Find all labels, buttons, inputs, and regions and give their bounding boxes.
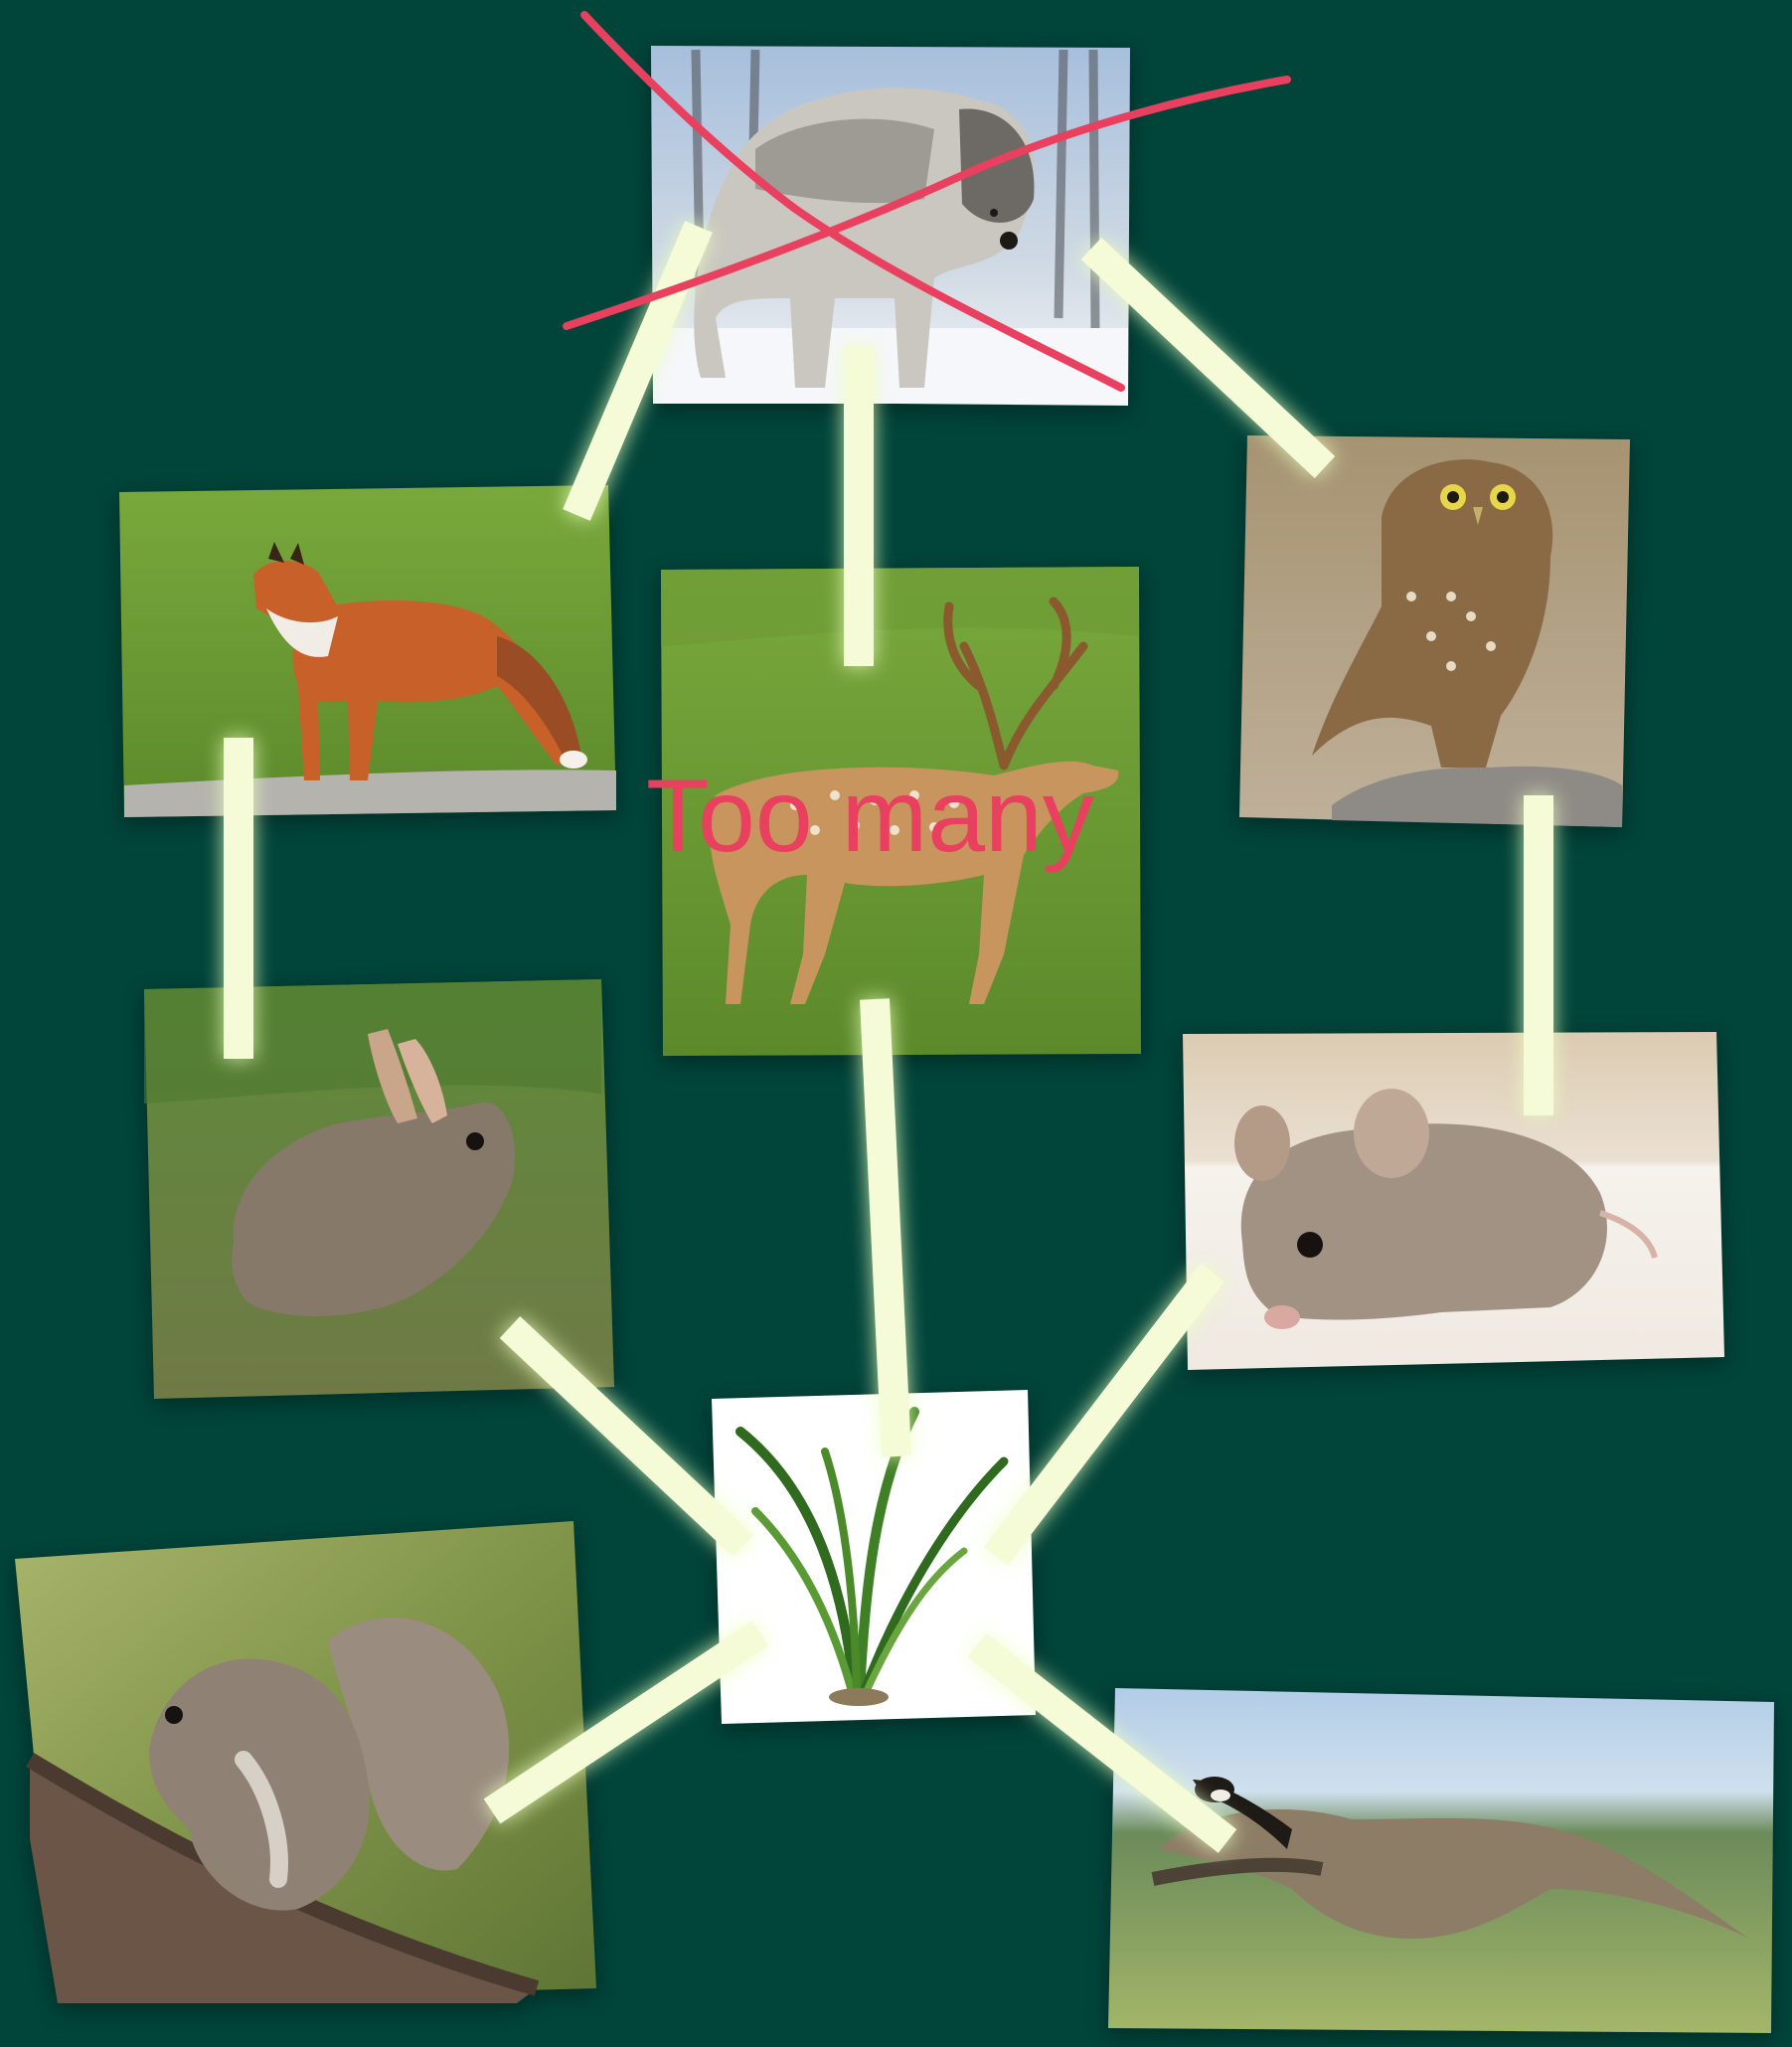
connector-rabbit-grass — [510, 1327, 743, 1546]
deer-annotation-text: Too many — [646, 759, 1094, 874]
connector-deer-grass — [875, 999, 896, 1456]
rabbit-photo — [144, 979, 614, 1399]
connector-mouse-grass — [996, 1273, 1213, 1556]
fox-photo — [119, 485, 616, 817]
wolf-photo — [651, 46, 1130, 406]
mouse-photo — [1183, 1032, 1724, 1370]
goose-photo — [1108, 1688, 1774, 2033]
squirrel-photo — [15, 1521, 596, 2003]
grass-clipart — [712, 1390, 1036, 1724]
owl-photo — [1239, 435, 1630, 827]
